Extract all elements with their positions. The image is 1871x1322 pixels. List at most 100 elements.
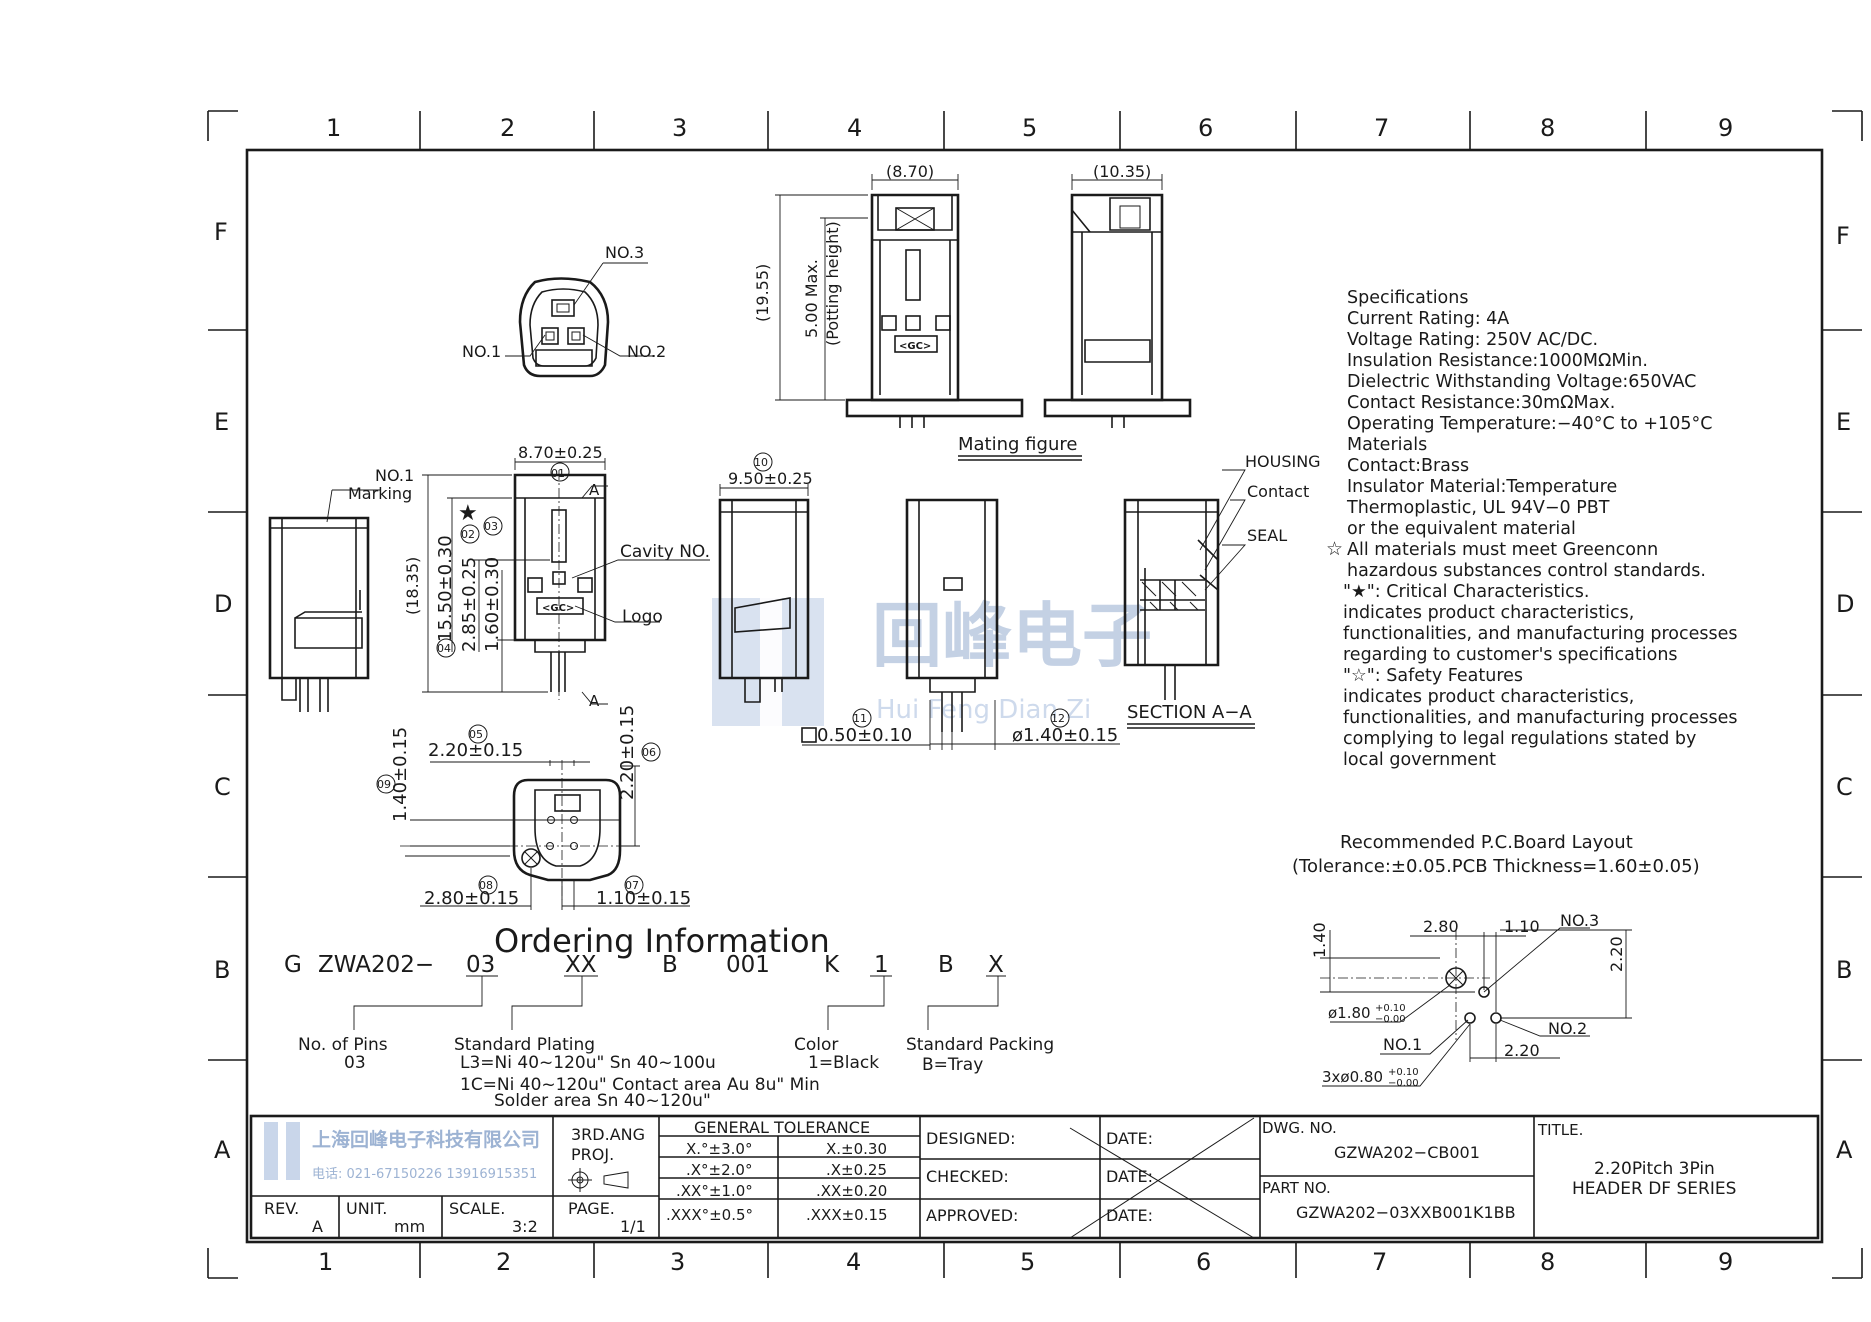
grid-row-d-right: D: [1836, 590, 1854, 618]
label-mating-figure: Mating figure: [958, 434, 1077, 455]
spec-line-16: functionalities, and manufacturing proce…: [1343, 624, 1738, 644]
mating-face-view: NO.3 NO.1 NO.2: [462, 243, 666, 378]
section-mark-a-top: A: [589, 481, 600, 499]
callout-02: 02: [461, 528, 475, 541]
spec-line-2: Voltage Rating: 250V AC/DC.: [1347, 330, 1598, 350]
ordering-code-pins: 03: [466, 952, 495, 978]
spec-star-outline: ☆: [1326, 538, 1343, 560]
sheet-frame: [207, 110, 1863, 1279]
spec-line-21: complying to legal regulations stated by: [1343, 729, 1696, 749]
grid-col-3-top: 3: [672, 114, 687, 142]
callout-06: 06: [642, 746, 656, 759]
pcb-dim-080-tol-dn: −0.00: [1388, 1078, 1419, 1089]
grid-row-b-left: B: [214, 956, 230, 984]
grid-row-a-left: A: [214, 1136, 231, 1164]
pcb-title: Recommended P.C.Board Layout: [1340, 832, 1633, 853]
spec-line-18: "☆": Safety Features: [1343, 666, 1523, 686]
side-view-950: 9.50±0.25 10: [718, 452, 813, 703]
dim-500: 5.00 Max.: [802, 259, 821, 338]
dim-160: 1.60±0.30: [482, 557, 503, 652]
spec-line-10: Thermoplastic, UL 94V−0 PBT: [1346, 498, 1610, 518]
unit-label: UNIT.: [346, 1199, 387, 1218]
ordering-packing-value: B=Tray: [922, 1055, 983, 1075]
ordering-code-x: X: [988, 952, 1004, 978]
ordering-code-b1: B: [662, 952, 678, 978]
spec-line-20: functionalities, and manufacturing proce…: [1343, 708, 1738, 728]
spec-line-22: local government: [1343, 750, 1496, 770]
mating-logo-glyph: <GC>: [899, 341, 931, 352]
pcb-tolerance: (Tolerance:±0.05.PCB Thickness=1.60±0.05…: [1292, 856, 1700, 877]
grid-col-1-bottom: 1: [318, 1248, 333, 1276]
label-housing: HOUSING: [1245, 452, 1321, 471]
title-line-2: HEADER DF SERIES: [1572, 1179, 1736, 1199]
part-no-value: GZWA202−03XXB001K1BB: [1296, 1203, 1516, 1222]
label-contact: Contact: [1247, 482, 1309, 501]
spec-line-1: Current Rating: 4A: [1347, 309, 1509, 329]
ordering-packing-label: Standard Packing: [906, 1035, 1054, 1055]
ordering-title: Ordering Information: [494, 922, 830, 960]
date-label-1: DATE:: [1106, 1129, 1153, 1148]
grid-row-e-right: E: [1836, 408, 1851, 436]
grid-col-9-bottom: 9: [1718, 1248, 1733, 1276]
ordering-code-series: ZWA202−: [318, 952, 434, 978]
grid-col-3-bottom: 3: [670, 1248, 685, 1276]
pcb-dim-220-v: 2.20: [1607, 936, 1626, 972]
label-section: SECTION A−A: [1127, 702, 1252, 723]
tol-r2-a: .X°±2.0°: [686, 1161, 752, 1179]
grid-col-7-top: 7: [1374, 114, 1389, 142]
grid-col-4-top: 4: [847, 114, 862, 142]
label-no2: NO.2: [627, 342, 666, 361]
dim-280: 2.80±0.15: [424, 888, 519, 909]
grid-col-8-bottom: 8: [1540, 1248, 1555, 1276]
callout-08: 08: [479, 879, 493, 892]
rev-label: REV.: [264, 1199, 299, 1218]
part-no-label: PART NO.: [1262, 1179, 1331, 1197]
watermark: 回峰电子 Hui Feng Dian Zi: [712, 595, 1152, 726]
spec-line-6: Operating Temperature:−40°C to +105°C: [1347, 414, 1712, 434]
ordering-information: Ordering Information G ZWA202− 03 XX B 0…: [284, 922, 1054, 1111]
designed-label: DESIGNED:: [926, 1129, 1016, 1148]
grid-row-c-left: C: [214, 773, 231, 801]
watermark-cn: 回峰电子: [872, 595, 1152, 677]
pcb-layout: Recommended P.C.Board Layout (Tolerance:…: [1292, 832, 1700, 1089]
spec-line-7: Materials: [1347, 435, 1427, 455]
spec-line-11: or the equivalent material: [1347, 519, 1576, 539]
dim-285: 2.85±0.25: [459, 557, 480, 652]
callout-07: 07: [625, 879, 639, 892]
proj-label-b: PROJ.: [571, 1145, 614, 1164]
tol-r4-b: .XXX±0.15: [806, 1206, 888, 1224]
page-value: 1/1: [620, 1217, 646, 1236]
page-label: PAGE.: [568, 1199, 615, 1218]
ordering-code-001: 001: [726, 952, 770, 978]
critical-star: ★: [458, 501, 478, 526]
title-label: TITLE.: [1537, 1121, 1583, 1139]
grid-col-6-bottom: 6: [1196, 1248, 1211, 1276]
grid-row-c-right: C: [1836, 773, 1853, 801]
bottom-view: 1.40±0.15 09 2.20±0.15 06 2.20±0.15 05 2…: [376, 705, 691, 910]
spec-line-0: Specifications: [1347, 288, 1468, 308]
pcb-no2: NO.2: [1548, 1019, 1587, 1038]
ordering-plating-label: Standard Plating: [454, 1035, 595, 1055]
dim-1955: (19.55): [753, 264, 772, 322]
callout-11: 11: [853, 712, 867, 725]
ordering-plating-1c: 1C=Ni 40~120u" Contact area Au 8u" Min: [460, 1075, 820, 1095]
front-view: <GC> 8.70±0.25 01 A A (18.35) 15.50±0.30…: [403, 443, 710, 710]
label-no3: NO.3: [605, 243, 644, 262]
grid-col-4-bottom: 4: [846, 1248, 861, 1276]
spec-line-4: Dielectric Withstanding Voltage:650VAC: [1347, 372, 1696, 392]
scale-label: SCALE.: [449, 1199, 505, 1218]
ordering-pins-label: No. of Pins: [298, 1035, 388, 1055]
callout-12: 12: [1051, 712, 1065, 725]
pcb-no3: NO.3: [1560, 911, 1599, 930]
label-no1-marking-a: NO.1: [375, 466, 414, 485]
company-name: 上海回峰电子科技有限公司: [312, 1128, 540, 1151]
section-a-a: HOUSING Contact SEAL SECTION A−A: [1123, 452, 1321, 729]
dim-950: 9.50±0.25: [728, 469, 813, 488]
spec-line-19: indicates product characteristics,: [1343, 687, 1634, 707]
mating-figure-side: (10.35): [1043, 162, 1192, 428]
spec-line-3: Insulation Resistance:1000MΩMin.: [1347, 351, 1648, 371]
ordering-pins-value: 03: [344, 1053, 366, 1073]
date-label-2: DATE:: [1106, 1167, 1153, 1186]
dim-870: (8.70): [886, 162, 934, 181]
